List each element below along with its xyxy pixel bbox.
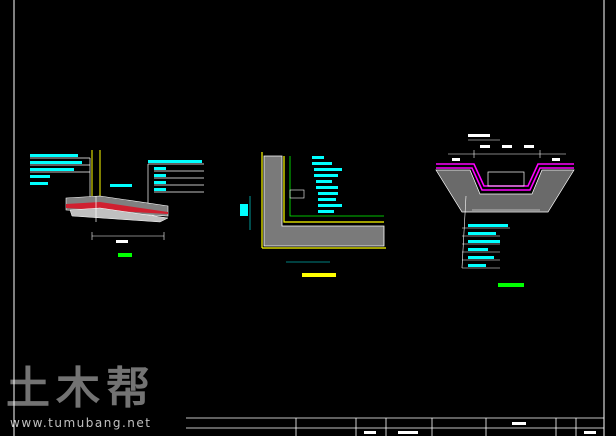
watermark-url: www.tumubang.net bbox=[10, 416, 152, 430]
title-block-marks bbox=[364, 422, 596, 434]
detail-trench-leaders bbox=[461, 195, 510, 269]
detail-step-layers bbox=[65, 195, 169, 223]
detail-trench-annotations bbox=[468, 224, 508, 267]
detail-step-leaders bbox=[30, 157, 204, 206]
detail-trench-top-dims bbox=[448, 139, 566, 158]
detail-step-dim-text bbox=[116, 240, 128, 243]
detail-wall-title bbox=[302, 273, 336, 277]
watermark-logo: 土木帮 bbox=[6, 363, 156, 414]
drawing-frame bbox=[13, 0, 605, 436]
detail-wall-corner bbox=[240, 152, 386, 277]
detail-step-dimension bbox=[91, 232, 165, 240]
detail-trench-top-labels bbox=[452, 134, 560, 161]
detail-wall-dimensions bbox=[249, 196, 330, 263]
detail-step-wall bbox=[91, 150, 101, 196]
detail-step-title bbox=[118, 253, 132, 257]
title-block bbox=[186, 417, 604, 436]
detail-step-section bbox=[30, 150, 204, 257]
detail-trench-title bbox=[498, 283, 524, 287]
detail-step-annotations bbox=[30, 154, 202, 191]
detail-wall-annotations bbox=[312, 156, 342, 213]
watermark: 土木帮 www.tumubang.net bbox=[0, 352, 196, 436]
detail-wall-dim-box bbox=[240, 204, 248, 216]
detail-trench bbox=[435, 134, 575, 287]
detail-wall-hatch bbox=[261, 152, 386, 249]
detail-trench-body bbox=[435, 169, 575, 213]
